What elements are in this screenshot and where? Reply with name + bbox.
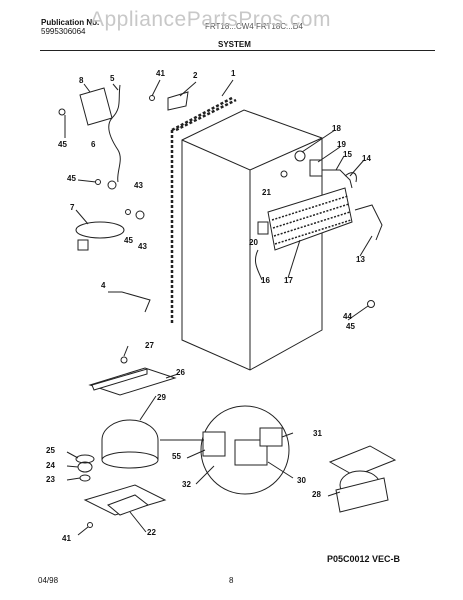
- power-cord: [75, 221, 125, 239]
- screw-45c: [95, 179, 101, 185]
- publication-label: Publication No.: [41, 18, 100, 27]
- callout-1: 1: [231, 69, 236, 78]
- drain-pan: [88, 367, 177, 396]
- callout-25: 25: [46, 446, 55, 455]
- callout-18: 18: [332, 124, 341, 133]
- callout-8: 8: [79, 76, 84, 85]
- callout-41-bottom: 41: [62, 534, 71, 543]
- callout-30: 30: [297, 476, 306, 485]
- wire-harness: [108, 84, 121, 183]
- part-43a: [107, 180, 117, 190]
- drier-18: [294, 150, 306, 162]
- callout-5: 5: [110, 74, 115, 83]
- bracket-13: [354, 204, 383, 241]
- header-divider: [40, 50, 435, 51]
- part-21: [280, 170, 288, 178]
- callout-20: 20: [249, 238, 258, 247]
- callout-32: 32: [182, 480, 191, 489]
- part-20: [257, 221, 269, 235]
- grommet-23: [79, 474, 91, 482]
- callout-43-a: 43: [134, 181, 143, 190]
- callout-24: 24: [46, 461, 55, 470]
- section-title: SYSTEM: [218, 40, 251, 49]
- model-numbers: FRT18...CW4 FRT18C...D4: [205, 22, 303, 31]
- callout-45-a: 45: [58, 140, 67, 149]
- callout-44: 44: [343, 312, 352, 321]
- callout-43-b: 43: [138, 242, 147, 251]
- callout-28: 28: [312, 490, 321, 499]
- bracket-2: [167, 91, 189, 111]
- callout-41-top: 41: [156, 69, 165, 78]
- fitting-19: [309, 159, 323, 177]
- callout-45-b: 45: [67, 174, 76, 183]
- condenser-coil: [170, 96, 237, 325]
- part-27: [120, 356, 128, 364]
- callout-22: 22: [147, 528, 156, 537]
- callout-31: 31: [313, 429, 322, 438]
- clip-45a: [58, 108, 66, 116]
- screw-44: [367, 300, 375, 308]
- callout-14: 14: [362, 154, 371, 163]
- callout-15: 15: [343, 150, 352, 159]
- evaporator-coil: [267, 187, 353, 251]
- screw-41a: [149, 95, 155, 101]
- drain-tube-4: [121, 291, 151, 313]
- callout-7: 7: [70, 203, 75, 212]
- callout-55: 55: [172, 452, 181, 461]
- callout-27: 27: [145, 341, 154, 350]
- publication-number: 5995306064: [41, 27, 86, 36]
- panel-8: [79, 87, 113, 126]
- diagram-code: P05C0012 VEC-B: [327, 554, 401, 564]
- callout-45-d: 45: [346, 322, 355, 331]
- callout-17: 17: [284, 276, 293, 285]
- callout-19: 19: [337, 140, 346, 149]
- page-number: 8: [229, 576, 234, 585]
- callout-23: 23: [46, 475, 55, 484]
- tube-16: [255, 249, 263, 281]
- callout-6: 6: [91, 140, 96, 149]
- compressor: [101, 419, 159, 469]
- callout-13: 13: [356, 255, 365, 264]
- watermark: AppliancePartsPros.com: [90, 8, 331, 31]
- callout-29: 29: [157, 393, 166, 402]
- callout-45-c: 45: [124, 236, 133, 245]
- callout-16: 16: [261, 276, 270, 285]
- callout-26: 26: [176, 368, 185, 377]
- callout-21: 21: [262, 188, 271, 197]
- part-45e: [125, 209, 131, 215]
- tubing-15: [318, 169, 353, 189]
- screw-41b: [87, 522, 93, 528]
- tubing-14: [344, 172, 357, 183]
- callout-2: 2: [193, 71, 198, 80]
- publication-date: 04/98: [38, 576, 59, 585]
- part-43b: [135, 210, 145, 220]
- compressor-28: [328, 445, 397, 513]
- callout-4: 4: [101, 281, 106, 290]
- grommet-25: [75, 454, 95, 464]
